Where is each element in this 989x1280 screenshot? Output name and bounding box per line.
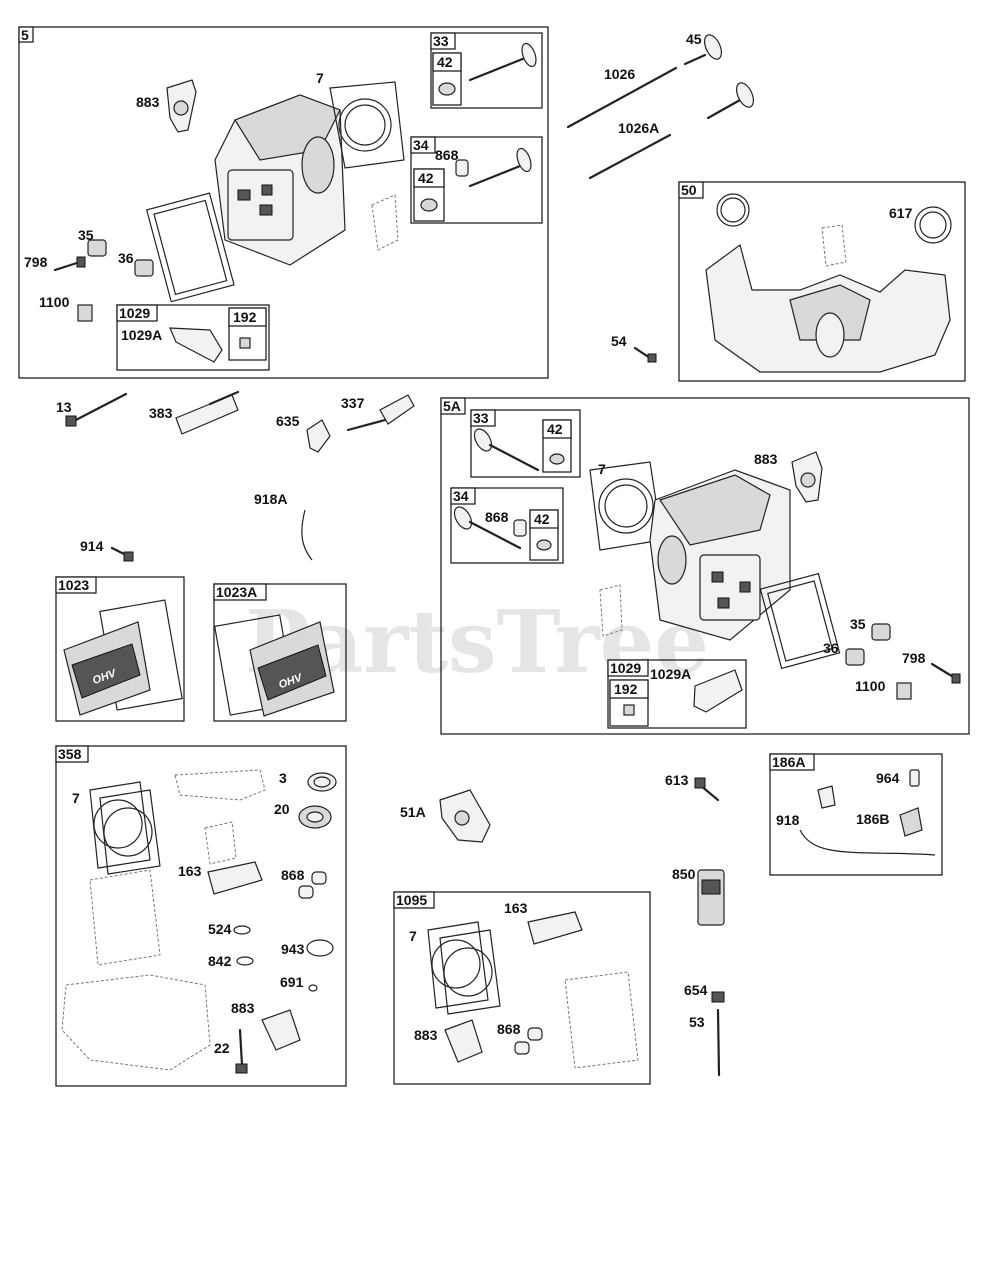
group-tag-34: 34 — [413, 137, 429, 153]
label-1029A-b: 1029A — [650, 666, 691, 682]
label-868: 868 — [435, 147, 459, 163]
label-868-b: 868 — [485, 509, 509, 525]
group-tag-42-c: 42 — [547, 421, 563, 437]
label-1029A: 1029A — [121, 327, 162, 343]
label-3: 3 — [279, 770, 287, 786]
group-tag-5A: 5A — [443, 398, 461, 414]
label-51A: 51A — [400, 804, 426, 820]
label-635: 635 — [276, 413, 300, 429]
label-20: 20 — [274, 801, 290, 817]
label-35-b: 35 — [850, 616, 866, 632]
label-35: 35 — [78, 227, 94, 243]
loose-parts-left: 13 383 635 337 918A 914 — [56, 390, 415, 562]
label-36-b: 36 — [823, 640, 839, 656]
label-883-c: 883 — [231, 1000, 255, 1016]
group-50: 50 617 — [678, 181, 966, 382]
label-1100-b: 1100 — [855, 678, 886, 694]
label-36: 36 — [118, 250, 134, 266]
label-524: 524 — [208, 921, 232, 937]
label-7: 7 — [316, 70, 324, 86]
group-tag-186A: 186A — [772, 754, 805, 770]
label-654: 654 — [684, 982, 708, 998]
label-54: 54 — [611, 333, 627, 349]
group-5A: 5A 33 42 34 42 — [440, 397, 970, 735]
label-13: 13 — [56, 399, 72, 415]
label-914: 914 — [80, 538, 104, 554]
label-617: 617 — [889, 205, 913, 221]
label-7-b: 7 — [598, 461, 606, 477]
label-1026A: 1026A — [618, 120, 659, 136]
label-163-b: 163 — [504, 900, 528, 916]
group-tag-42-b: 42 — [418, 170, 434, 186]
group-tag-34-b: 34 — [453, 488, 469, 504]
label-613: 613 — [665, 772, 689, 788]
group-tag-33-b: 33 — [473, 410, 489, 426]
label-798: 798 — [24, 254, 48, 270]
group-186A: 186A 964 918 186B — [769, 753, 943, 876]
label-1026: 1026 — [604, 66, 635, 82]
label-850: 850 — [672, 866, 696, 882]
group-tag-192-b: 192 — [614, 681, 638, 697]
label-883-d: 883 — [414, 1027, 438, 1043]
label-883: 883 — [136, 94, 160, 110]
label-1100: 1100 — [39, 294, 70, 310]
label-7-d: 7 — [409, 928, 417, 944]
group-tag-42-d: 42 — [534, 511, 550, 527]
label-383: 383 — [149, 405, 173, 421]
label-7-c: 7 — [72, 790, 80, 806]
group-tag-1023: 1023 — [58, 577, 89, 593]
label-186B: 186B — [856, 811, 889, 827]
label-22: 22 — [214, 1040, 230, 1056]
group-1023A: 1023A OHV — [213, 583, 347, 722]
label-964: 964 — [876, 770, 900, 786]
push-rods: 45 1026 1026A — [566, 31, 754, 180]
label-868-c: 868 — [281, 867, 305, 883]
label-798-b: 798 — [902, 650, 926, 666]
label-842: 842 — [208, 953, 232, 969]
group-tag-33: 33 — [433, 33, 449, 49]
label-883-b: 883 — [754, 451, 778, 467]
group-1023: 1023 OHV — [55, 576, 185, 722]
label-163: 163 — [178, 863, 202, 879]
group-1095: 1095 163 7 883 868 — [393, 891, 651, 1085]
label-691: 691 — [280, 974, 304, 990]
group-tag-5: 5 — [21, 27, 29, 43]
label-45: 45 — [686, 31, 702, 47]
group-tag-50: 50 — [681, 182, 697, 198]
group-358: 358 7 3 20 163 868 524 943 842 691 883 2… — [55, 745, 347, 1087]
group-tag-1029: 1029 — [119, 305, 150, 321]
group-tag-192: 192 — [233, 309, 257, 325]
group-5: 5 33 42 34 42 — [18, 26, 549, 379]
label-918: 918 — [776, 812, 800, 828]
label-943: 943 — [281, 941, 305, 957]
group-tag-1023A: 1023A — [216, 584, 257, 600]
label-53: 53 — [689, 1014, 705, 1030]
label-918A: 918A — [254, 491, 287, 507]
label-337: 337 — [341, 395, 365, 411]
group-tag-1029-b: 1029 — [610, 660, 641, 676]
group-tag-358: 358 — [58, 746, 82, 762]
label-868-d: 868 — [497, 1021, 521, 1037]
group-tag-42: 42 — [437, 54, 453, 70]
group-tag-1095: 1095 — [396, 892, 427, 908]
